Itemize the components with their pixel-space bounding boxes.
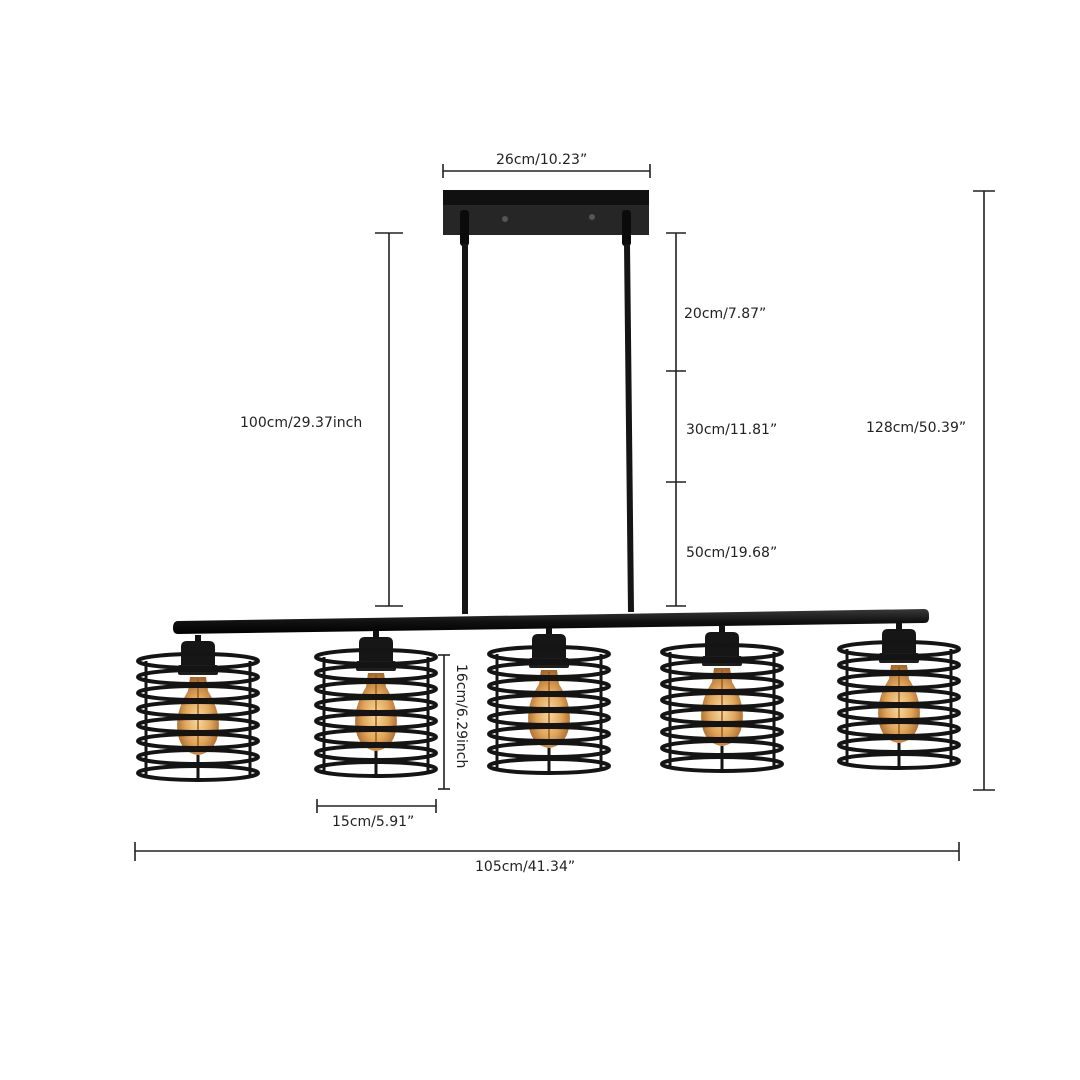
lamp-shade-3	[487, 626, 611, 775]
canopy-width-line	[442, 164, 651, 178]
rod-segment-middle-label: 30cm/11.81”	[686, 422, 778, 438]
rod-length-line	[375, 232, 403, 607]
rod-segment-bottom-label: 50cm/19.68”	[686, 545, 778, 561]
lamp-shade-1	[136, 633, 260, 782]
suspension-rods	[462, 243, 634, 614]
rod-total-length-label: 100cm/29.37inch	[240, 415, 363, 431]
lamp-shade-4	[660, 624, 784, 773]
shade-width-line	[316, 799, 437, 813]
overall-height-label: 128cm/50.39”	[866, 420, 967, 436]
overall-height-line	[973, 190, 995, 791]
lamp-shade-5	[837, 621, 961, 770]
rod-segment-top-label: 20cm/7.87”	[684, 306, 767, 322]
shade-height-line	[438, 654, 450, 790]
ceiling-canopy	[443, 190, 649, 246]
shade-width-label: 15cm/5.91”	[332, 814, 415, 830]
lamp-shade-2	[314, 629, 438, 778]
shade-height-label: 16cm/6.29inch	[453, 664, 469, 769]
rod-segments-line	[666, 232, 686, 607]
horizontal-bar	[173, 609, 929, 634]
canopy-width-label: 26cm/10.23”	[496, 152, 588, 168]
overall-length-line	[134, 842, 960, 861]
overall-length-label: 105cm/41.34”	[475, 859, 576, 875]
